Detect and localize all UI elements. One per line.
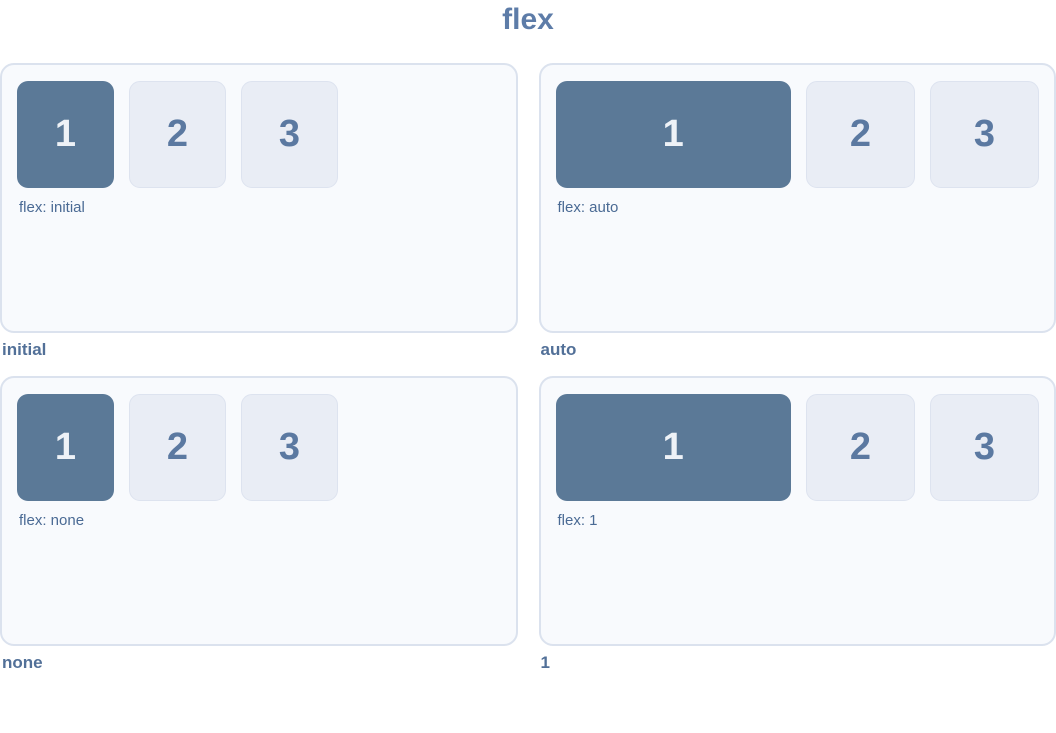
- panel-label: initial: [2, 340, 47, 359]
- example-auto: 1 2 3 flex: auto auto: [538, 63, 1056, 360]
- flex-item-1: 1: [17, 394, 114, 501]
- example-1: 1 2 3 flex: 1 1: [538, 376, 1056, 673]
- flex-row: 1 2 3: [17, 394, 501, 501]
- panel-1: 1 2 3 flex: 1: [538, 376, 1056, 646]
- panel-label: auto: [540, 340, 577, 359]
- flex-row: 1 2 3: [555, 394, 1039, 501]
- example-none: 1 2 3 flex: none none: [0, 376, 518, 673]
- flex-item-2: 2: [129, 81, 226, 188]
- flex-item-3: 3: [930, 81, 1039, 188]
- flex-item-1: 1: [555, 81, 791, 188]
- flex-item-2: 2: [806, 81, 915, 188]
- flex-item-3: 3: [241, 394, 338, 501]
- flex-value-caption: flex: none: [19, 512, 85, 529]
- flex-item-2: 2: [129, 394, 226, 501]
- flex-value-caption: flex: initial: [19, 199, 85, 216]
- panel-label: 1: [540, 653, 550, 672]
- panel-label: none: [2, 653, 43, 672]
- flex-item-1: 1: [17, 81, 114, 188]
- page-title: flex: [502, 3, 554, 36]
- panel-initial: 1 2 3 flex: initial: [0, 63, 518, 333]
- flex-item-2: 2: [806, 394, 915, 501]
- flex-row: 1 2 3: [555, 81, 1039, 188]
- panel-none: 1 2 3 flex: none: [0, 376, 518, 646]
- flex-value-caption: flex: auto: [557, 199, 619, 216]
- flex-value-caption: flex: 1: [557, 512, 598, 529]
- flex-demo-page: flex 1 2 3 flex: initial initial 1 2 3 f: [0, 3, 1056, 673]
- flex-row: 1 2 3: [17, 81, 501, 188]
- examples-grid: 1 2 3 flex: initial initial 1 2 3 flex: …: [0, 63, 1056, 673]
- panel-auto: 1 2 3 flex: auto: [538, 63, 1056, 333]
- flex-item-1: 1: [555, 394, 791, 501]
- example-initial: 1 2 3 flex: initial initial: [0, 63, 518, 360]
- flex-item-3: 3: [241, 81, 338, 188]
- flex-item-3: 3: [930, 394, 1039, 501]
